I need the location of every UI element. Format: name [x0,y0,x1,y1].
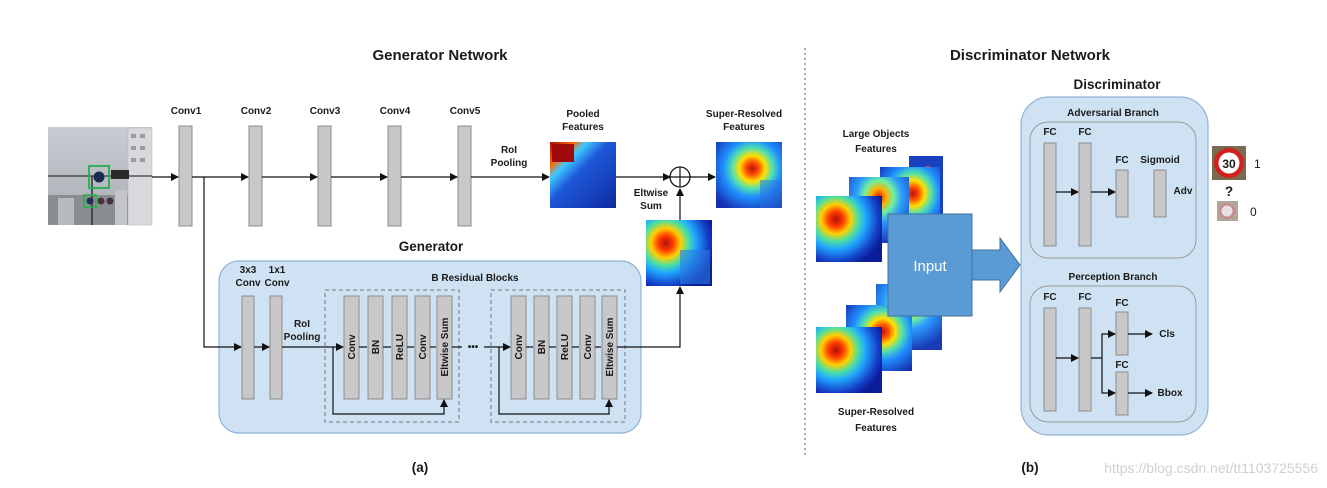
sign-large [1212,146,1246,180]
pooled-features-label-1: Pooled [566,109,599,120]
sr-features-heatmap [716,142,782,208]
conv3x3-label-2: Conv [236,278,261,289]
adv-fc2-label: FC [1078,127,1091,138]
input-photo [48,127,153,226]
eltwise-label-1: Eltwise [634,188,669,199]
sign-large-text: 30 [1222,157,1236,171]
per-fc1-label: FC [1043,292,1056,303]
conv1x1-label-1: 1x1 [269,265,286,276]
discriminator-title: Discriminator Network [950,47,1111,64]
eltwise-label-2: Sum [640,201,662,212]
sr-disc-label-1: Super-Resolved [838,407,914,418]
discriminator-box-title: Discriminator [1073,77,1161,92]
rb1-conv-b: Conv [418,334,429,359]
pooled-features-label-2: Features [562,122,604,133]
conv3-label: Conv3 [310,106,341,117]
conv3-bar [317,125,332,227]
roi-pooling-label-1: RoI [501,145,517,156]
output-label-question: ? [1225,184,1233,199]
per-fc1-bar [1043,307,1057,412]
cls-label: Cls [1159,329,1175,340]
per-fc4-bar [1115,371,1129,416]
adv-sigmoid-bar [1153,169,1167,218]
roi-pooling-label-2: Pooling [491,158,528,169]
residual-blocks-title: B Residual Blocks [431,273,519,284]
adv-fc2-bar [1078,142,1092,247]
per-fc2-label: FC [1078,292,1091,303]
generator-title: Generator Network [372,47,508,64]
generator-box-title: Generator [399,239,464,254]
output-label-1: 1 [1254,157,1261,171]
adv-label: Adv [1174,186,1193,197]
perception-branch-panel [1029,285,1197,423]
conv5-label: Conv5 [450,106,481,117]
conv1x1-label-2: Conv [265,278,290,289]
inner-roi-label-2: Pooling [284,332,321,343]
caption-b: (b) [1021,460,1038,475]
conv3x3-label-1: 3x3 [240,265,257,276]
conv3x3-bar [241,295,255,400]
block-ellipsis: ••• [468,342,479,353]
conv1x1-bar [269,295,283,400]
residual-heatmap [646,220,712,286]
adv-fc3-bar [1115,169,1129,218]
sr-features-label-2: Features [723,122,765,133]
per-fc4-label: FC [1115,360,1128,371]
pooled-features-heatmap [550,142,616,208]
rb1-conv-a: Conv [347,334,358,359]
sr-features-label-1: Super-Resolved [706,109,782,120]
per-fc2-bar [1078,307,1092,412]
inner-roi-label-1: RoI [294,319,310,330]
rb2-conv-b: Conv [583,334,594,359]
rb2-eltwise: Eltwise Sum [605,317,616,376]
conv4-bar [387,125,402,227]
input-arrow [887,213,1021,317]
large-objects-label-1: Large Objects [843,129,910,140]
sr-disc-label-2: Features [855,423,897,434]
rb1-bn: BN [371,340,382,354]
adv-fc1-label: FC [1043,127,1056,138]
residual-block-1 [324,289,460,423]
large-objects-label-2: Features [855,144,897,155]
sigmoid-label: Sigmoid [1140,155,1179,166]
conv2-bar [248,125,263,227]
watermark: https://blog.csdn.net/tt1103725556 [1104,460,1318,476]
caption-a: (a) [412,460,429,475]
conv2-label: Conv2 [241,106,272,117]
rb2-conv-a: Conv [514,334,525,359]
adv-fc1-bar [1043,142,1057,247]
rb2-relu: ReLU [560,334,571,360]
output-label-0: 0 [1250,205,1257,219]
perception-branch-title: Perception Branch [1069,272,1158,283]
rb1-relu: ReLU [395,334,406,360]
adv-fc3-label: FC [1115,155,1128,166]
rb1-eltwise: Eltwise Sum [440,317,451,376]
conv5-bar [457,125,472,227]
per-fc3-bar [1115,311,1129,356]
bbox-label: Bbox [1158,388,1183,399]
residual-block-2 [490,289,626,423]
rb2-bn: BN [537,340,548,354]
sign-small [1217,201,1238,221]
per-fc3-label: FC [1115,298,1128,309]
conv4-label: Conv4 [380,106,411,117]
adversarial-branch-title: Adversarial Branch [1067,108,1159,119]
input-label: Input [913,258,947,275]
conv1-label: Conv1 [171,106,202,117]
conv1-bar [178,125,193,227]
